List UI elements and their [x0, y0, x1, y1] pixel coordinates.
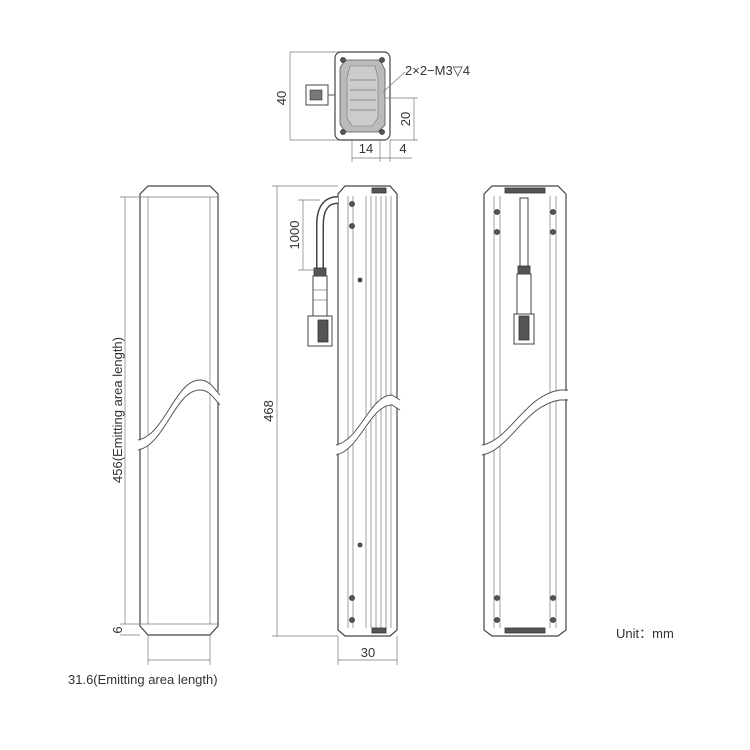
dim-top-width-14: 14: [359, 141, 373, 156]
side-view: 1000 468 30: [261, 185, 403, 665]
unit-label: Unit：mm: [616, 626, 674, 641]
top-view: 40 2×2−M3▽4 20 14 4: [274, 51, 470, 162]
dim-cable-length: 1000: [287, 221, 302, 250]
front-view: 456(Emitting area length) 6 31.6(Emittin…: [68, 185, 223, 687]
dim-top-width-4: 4: [399, 141, 406, 156]
dim-top-height: 40: [274, 91, 289, 105]
dim-hole-spec: 2×2−M3▽4: [405, 63, 470, 78]
dim-total-length: 468: [261, 400, 276, 422]
dim-top-offset: 20: [398, 112, 413, 126]
dim-body-width: 30: [361, 645, 375, 660]
back-view: [480, 185, 568, 637]
dim-emitting-length: 456(Emitting area length): [110, 337, 125, 483]
dim-emitting-width: 31.6(Emitting area length): [68, 672, 218, 687]
dim-end-margin: 6: [110, 626, 125, 633]
